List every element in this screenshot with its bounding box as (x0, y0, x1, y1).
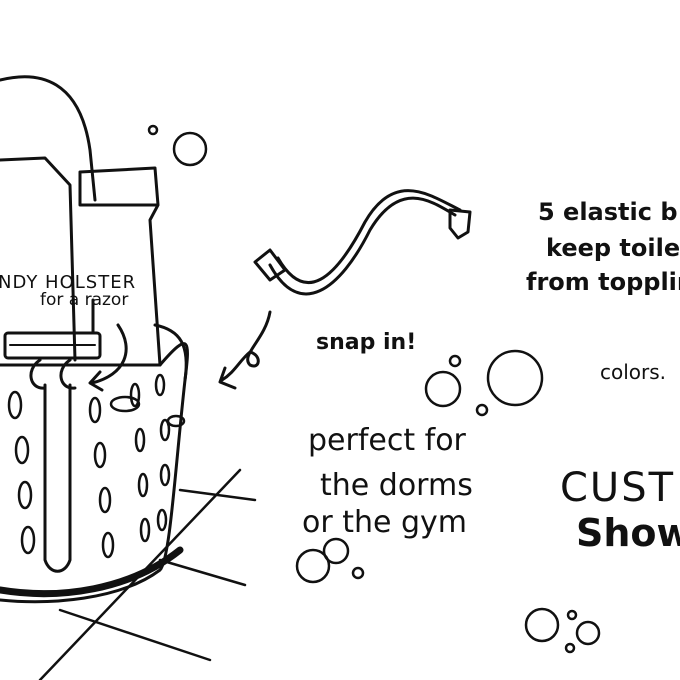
bubbles (147, 124, 601, 654)
snap-in-label: snap in! (316, 330, 417, 355)
basket-holes (7, 373, 186, 559)
perfect-line-1: perfect for (308, 423, 466, 458)
holster-title: NDY HOLSTER (0, 272, 137, 293)
curved-arrow-icon (218, 310, 272, 390)
perfect-line-2: the dorms (320, 468, 473, 503)
caddy-basket (0, 342, 189, 604)
holster-subtitle: for a razor (40, 290, 129, 310)
razor (3, 298, 102, 573)
elastic-line-1: 5 elastic b (538, 198, 678, 226)
perfect-line-3: or the gym (302, 505, 468, 540)
elastic-line-2: keep toile (546, 234, 680, 262)
custom-line-2: Show (576, 511, 680, 555)
elastic-line-3: from topplin (526, 268, 680, 296)
caddy-handle (0, 75, 97, 202)
floor-tiles (38, 468, 257, 680)
elastic-band (253, 189, 472, 296)
bottle-right (78, 166, 162, 367)
bottle-left (0, 156, 77, 362)
colors-label: colors. (600, 360, 667, 384)
arrow-to-holster-icon (88, 323, 128, 392)
custom-line-1: CUST (560, 465, 676, 511)
